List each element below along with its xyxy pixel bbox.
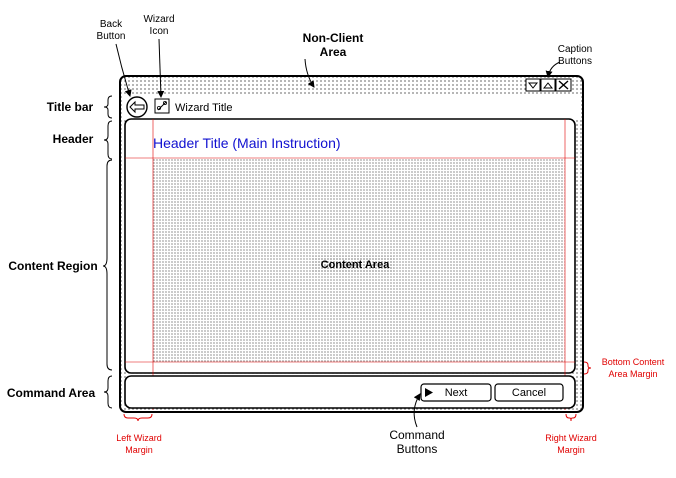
bottom-margin-label-line1: Bottom Content [602,357,665,367]
content-region-label: Content Region [8,259,97,273]
window-title: Wizard Title [175,102,232,114]
back-button-callout: Back Button [97,19,132,97]
header-title: Header Title (Main Instruction) [153,135,341,151]
back-button[interactable] [126,96,148,118]
close-icon [558,80,569,90]
title-bar [122,94,581,118]
next-arrow-icon [425,388,433,397]
header-brace [103,120,113,160]
wizard-icon-callout-line1: Wizard [143,14,174,25]
header-label: Header [53,132,94,146]
back-button-callout-line1: Back [100,19,123,30]
next-button-label: Next [445,387,468,399]
right-margin-brace [565,413,577,422]
command-buttons-callout-line1: Command [389,428,444,442]
content-region-brace [102,159,113,371]
bottom-margin-brace [583,361,592,375]
margin-guides [125,119,575,410]
command-buttons-callout-line2: Buttons [397,442,438,456]
cancel-button[interactable]: Cancel [494,383,564,402]
left-margin-label-line1: Left Wizard [116,433,162,443]
next-button[interactable]: Next [420,383,492,402]
left-margin-brace [123,413,153,422]
wizard-icon-callout: Wizard Icon [143,14,175,98]
non-client-callout: Non-Client Area [303,31,364,88]
minimize-icon [527,82,539,89]
caption-buttons [525,78,572,92]
content-label-backdrop [312,256,394,272]
right-margin-label-line2: Margin [557,445,585,455]
back-button-callout-line2: Button [97,31,126,42]
maximize-button[interactable] [540,78,556,92]
caption-buttons-callout: Caption Buttons [545,44,592,78]
command-area-brace [103,375,113,409]
title-bar-brace [103,95,113,119]
wizard-icon [154,98,170,114]
bottom-margin-label-line2: Area Margin [608,369,657,379]
command-area-label: Command Area [7,386,96,400]
caption-buttons-callout-line2: Buttons [558,56,592,67]
close-button[interactable] [555,78,572,92]
left-margin-label-line2: Margin [125,445,153,455]
back-arrow-icon [129,100,145,114]
cancel-button-label: Cancel [512,387,546,399]
content-area-label: Content Area [321,259,391,271]
non-client-callout-line1: Non-Client [303,31,364,45]
command-buttons-callout: Command Buttons [389,393,445,456]
maximize-icon [542,82,554,89]
wizard-icon-callout-line2: Icon [150,26,169,37]
non-client-callout-line2: Area [320,45,347,59]
region-labels: Title bar Header Content Region Command … [7,95,113,409]
minimize-button[interactable] [525,78,541,92]
margin-labels: Bottom Content Area Margin Left Wizard M… [116,357,665,455]
right-margin-label-line1: Right Wizard [545,433,597,443]
title-bar-label: Title bar [47,100,94,114]
caption-buttons-callout-line1: Caption [558,44,592,55]
